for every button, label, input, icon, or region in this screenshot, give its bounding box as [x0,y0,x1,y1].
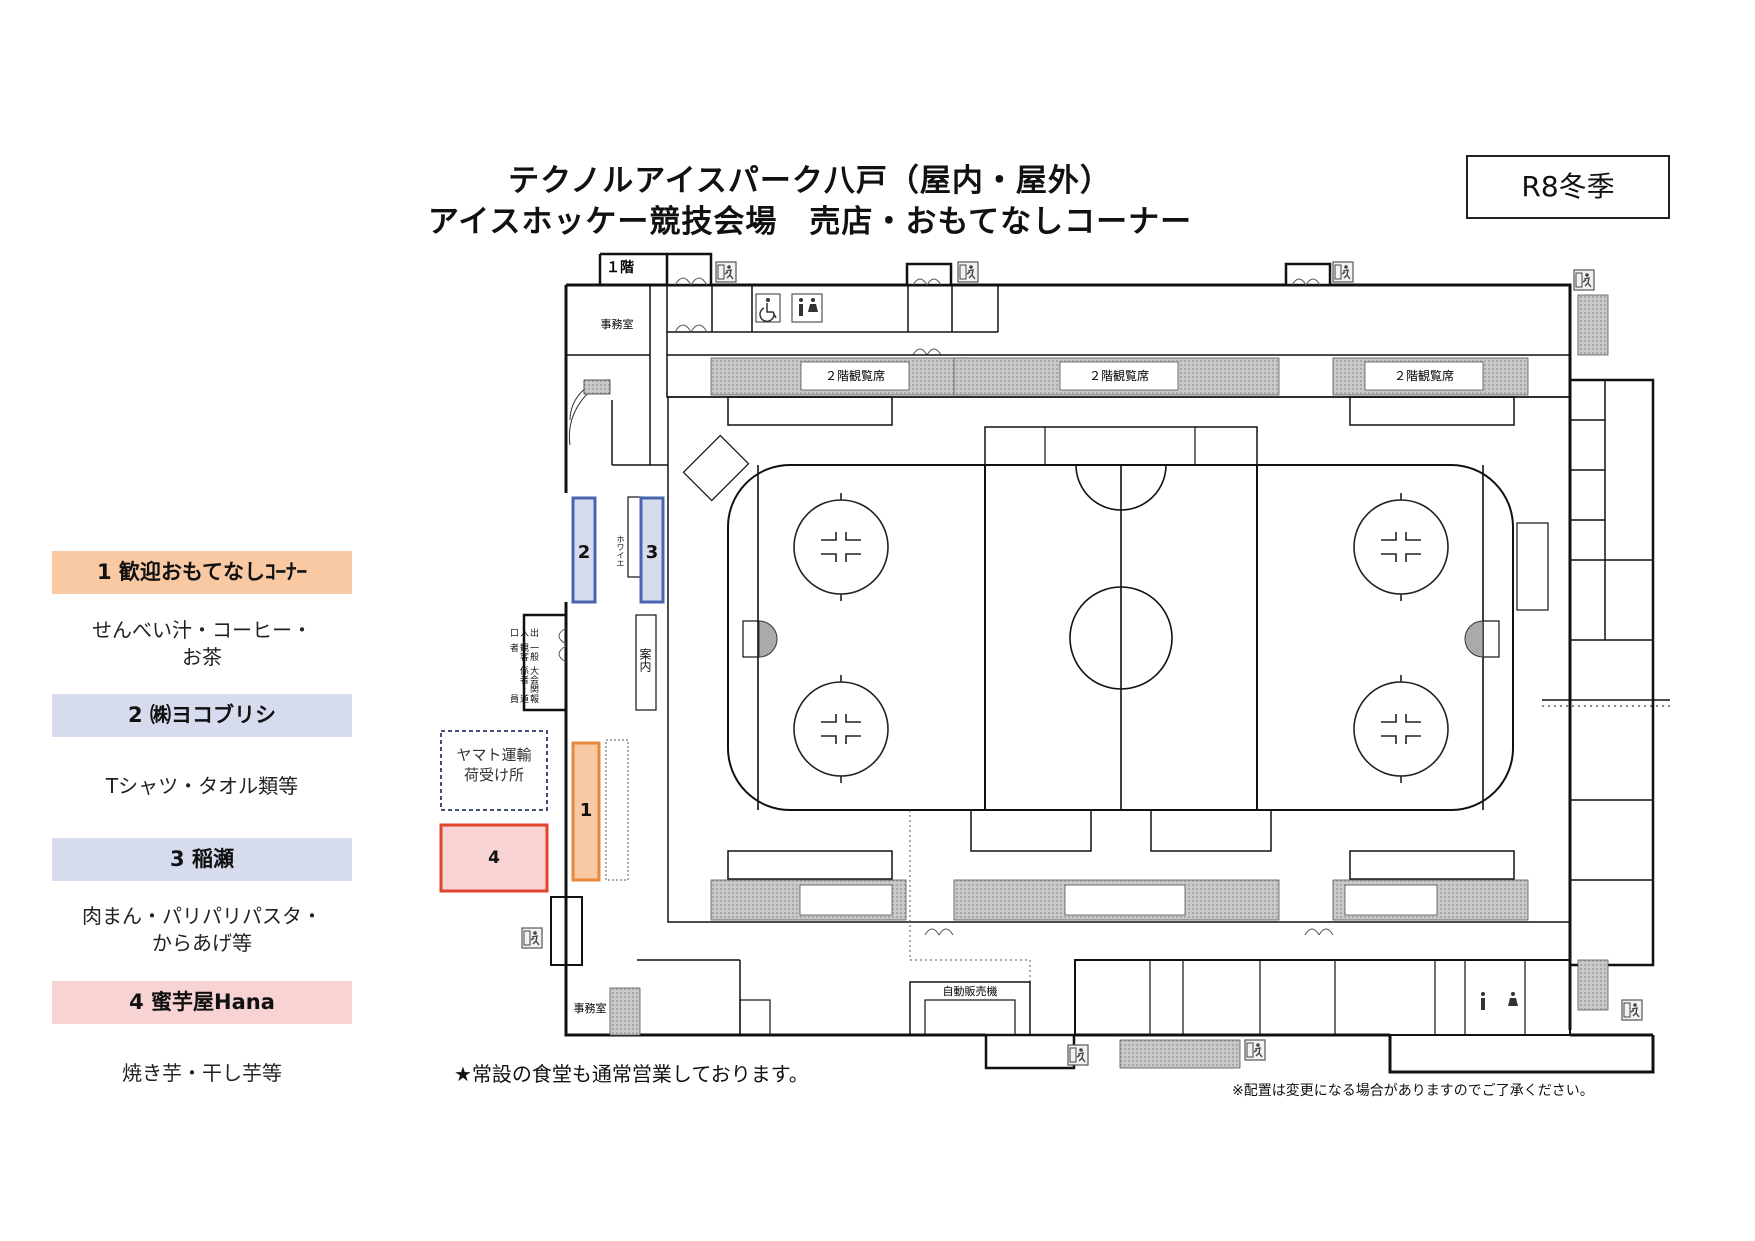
booth-3[interactable] [639,496,665,604]
legend-3-number: 3 [170,847,185,871]
legend-2-items: Tシャツ・タオル類等 [52,773,352,800]
entrance-user: 一般観客者 [508,642,538,661]
yamato-area [440,730,548,811]
legend-2-item: Tシャツ・タオル類等 [105,774,299,798]
info-label: 案内 [638,648,652,672]
legend-4-item: 焼き芋・干し芋等 [122,1061,282,1085]
entrance-label: 出入口 一般観客者 大会関係者・ 報道員 [508,628,538,708]
gallery-label-1: ２階観覧席 [825,368,885,383]
legend-1-item: せんべい汁・コーヒー・ [92,618,312,642]
disclaimer-note: ※配置は変更になる場合がありますのでご了承ください。 [1232,1083,1594,1099]
legend-4-name: 蜜芋屋Hana [151,990,275,1014]
office-label-bottom: 事務室 [574,1001,607,1015]
legend-1-number: 1 [96,560,112,584]
page-title: テクノルアイスパーク八戸（屋内・屋外） [508,163,1112,199]
booth-1-label: 1 [579,800,593,821]
legend-3-item: からあげ等 [152,931,252,955]
yamato-line: ヤマト運輸 [456,746,532,764]
booth-4[interactable] [439,823,549,893]
yamato-line: 荷受け所 [463,766,524,784]
floor-label: １階 [606,259,634,276]
entrance-text: 出入口 [508,628,538,637]
season-badge: R8冬季 [1466,155,1670,219]
booth-4-label: 4 [488,848,500,868]
legend-1-items: せんべい汁・コーヒー・ お茶 [52,617,352,671]
yamato-label: ヤマト運輸 荷受け所 [441,745,547,785]
legend-4-number: 4 [129,990,144,1014]
legend-1-name: 歓迎おもてなしｺｰﾅｰ [118,560,308,584]
legend-2-name: ㈱ヨコブリシ [149,703,276,727]
legend-4-header: 4 蜜芋屋Hana [52,981,352,1024]
legend-3-header: 3 稲瀬 [52,838,352,881]
office-label-top: 事務室 [601,317,634,331]
page-subtitle: アイスホッケー競技会場 売店・おもてなしコーナー [427,204,1193,240]
legend-3-item: 肉まん・パリパリパスタ・ [82,904,322,928]
entrance-user: 大会関係者・ [518,666,538,694]
foyer-label: ホワイエ [616,535,625,567]
cafeteria-note: ★常設の食堂も通常営業しております。 [454,1062,809,1086]
booth-2[interactable] [571,496,597,604]
vending-label: 自動販売機 [943,984,998,998]
legend-2-number: 2 [128,703,143,727]
booth-1[interactable] [571,741,601,882]
gallery-label-3: ２階観覧席 [1394,368,1454,383]
legend-4-items: 焼き芋・干し芋等 [52,1060,352,1087]
legend-1-header: 1 歓迎おもてなしｺｰﾅｰ [52,551,352,594]
entrance-user: 報道員 [508,694,538,704]
legend-3-name: 稲瀬 [191,847,234,871]
legend-1-item: お茶 [182,645,222,669]
legend-3-items: 肉まん・パリパリパスタ・ からあげ等 [52,903,352,957]
gallery-label-2: ２階観覧席 [1089,368,1149,383]
booth-3-label: 3 [645,542,659,563]
booth-2-label: 2 [577,542,591,563]
legend-2-header: 2 ㈱ヨコブリシ [52,694,352,737]
